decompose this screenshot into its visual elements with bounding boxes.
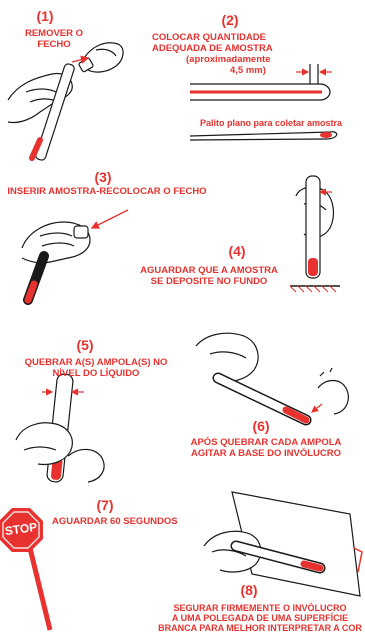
step1-illustration — [8, 43, 123, 161]
step4-line2: SE DEPOSITE NO FUNDO — [132, 276, 286, 287]
step1-line2: FECHO — [14, 39, 94, 50]
step6-line1: APÓS QUEBRAR CADA AMPOLA — [186, 437, 346, 448]
step1-text: REMOVER O FECHO — [14, 28, 94, 50]
step2-line2: ADEQUADA DE AMOSTRA — [152, 43, 308, 54]
step8-text: SEGURAR FIRMEMENTE O INVÓLUCRO A UMA POL… — [158, 603, 362, 633]
step3-illustration — [22, 222, 90, 300]
step8-illustration — [204, 492, 362, 596]
step1-number: (1) — [30, 11, 60, 22]
step2-caption: Palito plano para coletar amostra — [186, 118, 356, 129]
step2-line1: COLOCAR QUANTIDADE — [152, 32, 308, 43]
step5-line2: NÍVEL DO LÍQUIDO — [16, 368, 176, 379]
step1-line1: REMOVER O — [14, 28, 94, 39]
step8-line3: BRANCA PARA MELHOR INTERPRETAR A COR — [158, 623, 362, 633]
step6-line2: AGITAR A BASE DO INVÓLUCRO — [186, 448, 346, 459]
step6-illustration — [196, 333, 348, 420]
step5-illustration — [16, 373, 104, 482]
step5-number: (5) — [70, 340, 100, 351]
step4-line1: AGUARDAR QUE A AMOSTRA — [132, 265, 286, 276]
step8-line2: A UMA POLEGADA DE UMA SUPERFÍCIE — [158, 613, 362, 623]
step3-line1: INSERIR AMOSTRA-RECOLOCAR O FECHO — [4, 186, 210, 197]
step2-text: COLOCAR QUANTIDADE ADEQUADA DE AMOSTRA (… — [152, 32, 308, 76]
step5-line1: QUEBRAR A(S) AMPOLA(S) NO — [16, 357, 176, 368]
step2-line4: 4,5 mm) — [152, 65, 308, 76]
step2-number: (2) — [210, 15, 250, 26]
step6-text: APÓS QUEBRAR CADA AMPOLA AGITAR A BASE D… — [186, 437, 346, 459]
step7-line1: AGUARDAR 60 SEGUNDOS — [52, 516, 176, 527]
step6-number: (6) — [246, 421, 276, 432]
step4-number: (4) — [222, 246, 252, 257]
step4-illustration — [290, 176, 340, 292]
step8-number: (8) — [234, 585, 264, 596]
step7-number: (7) — [90, 500, 120, 511]
step8-line1: SEGURAR FIRMEMENTE O INVÓLUCRO — [158, 603, 362, 613]
step6-arrow — [312, 404, 322, 412]
step5-text: QUEBRAR A(S) AMPOLA(S) NO NÍVEL DO LÍQUI… — [16, 357, 176, 379]
step2-line3: (aproximadamente — [152, 54, 308, 65]
step4-text: AGUARDAR QUE A AMOSTRA SE DEPOSITE NO FU… — [132, 265, 286, 287]
step3-number: (3) — [88, 172, 118, 183]
step3-arrow — [92, 210, 128, 228]
